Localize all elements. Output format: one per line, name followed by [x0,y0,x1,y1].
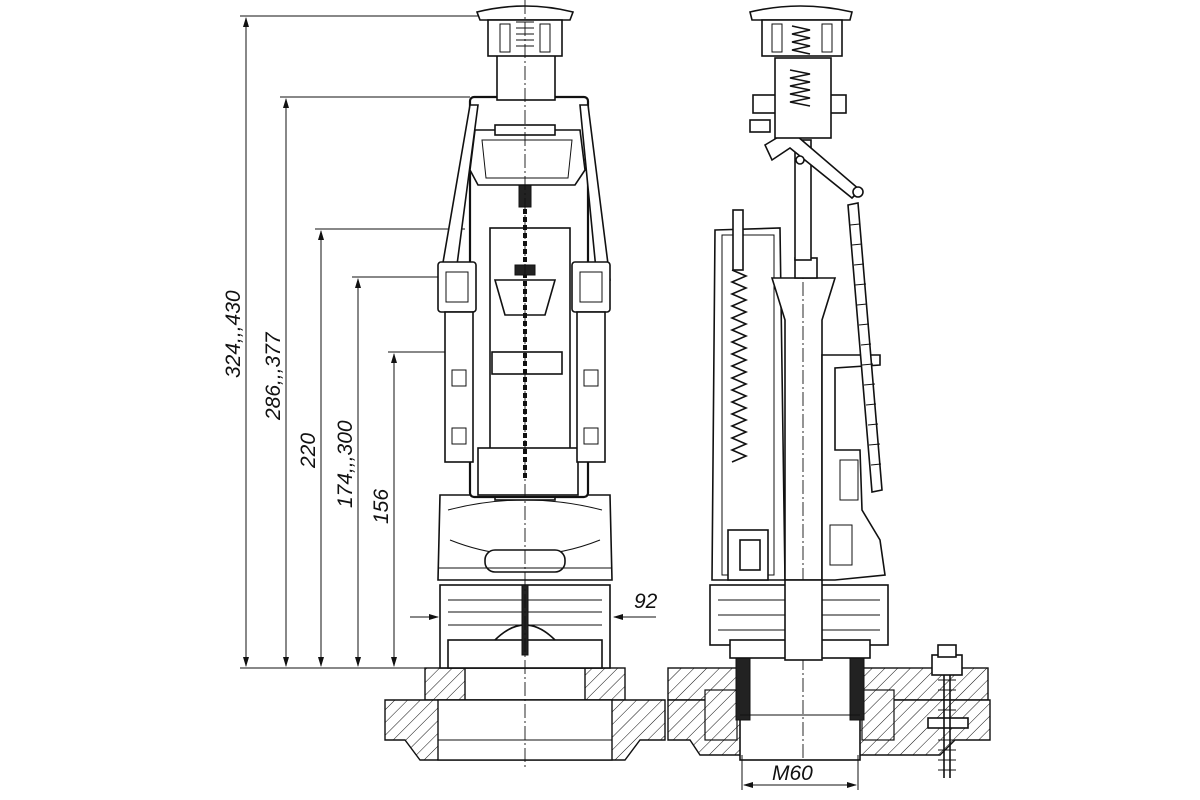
front-view [384,0,666,770]
dim-overflow-height: 220 [297,433,320,469]
side-view: M60 [667,5,991,790]
dim-float-height: 174,,,300 [334,420,357,508]
dim-body-height: 286,,,377 [262,331,285,421]
dim-base-depth: 92 [634,590,658,613]
dim-valve-height: 156 [370,489,393,524]
dim-overall-height: 324,,,430 [222,290,245,378]
spring [729,269,749,463]
dim-thread: M60 [772,762,813,785]
ladder [847,202,883,493]
